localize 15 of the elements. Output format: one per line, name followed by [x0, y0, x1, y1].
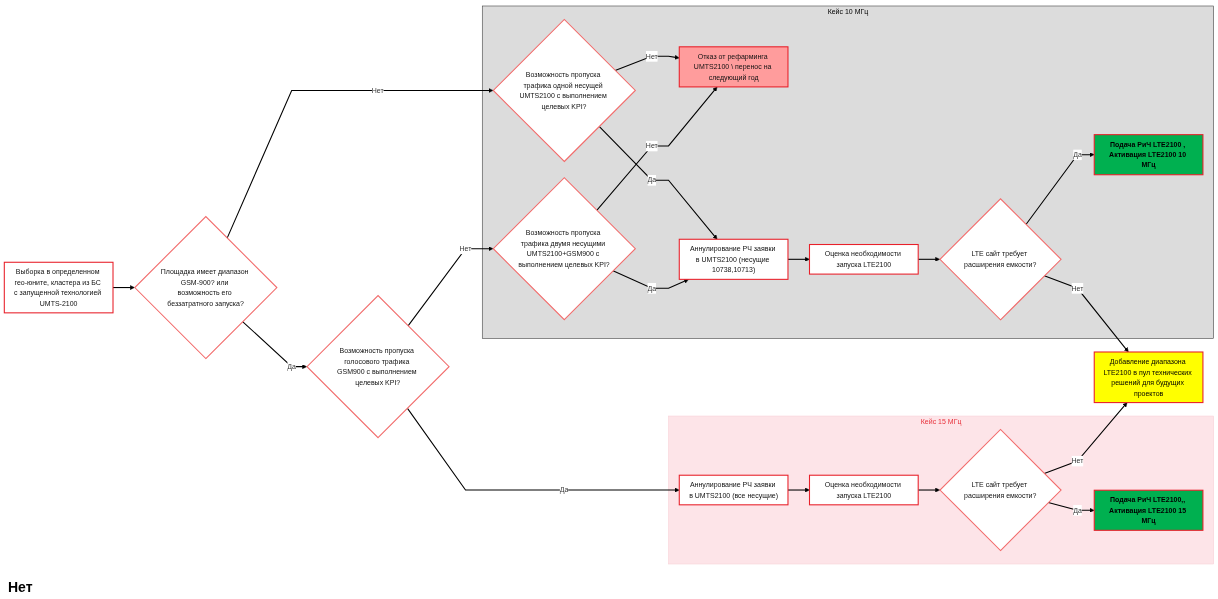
arrow	[1043, 275, 1129, 353]
arrow	[226, 88, 494, 239]
arrow	[787, 487, 810, 493]
arrow	[612, 270, 689, 289]
arrow	[598, 125, 718, 240]
arrow	[1025, 152, 1095, 226]
arrow	[406, 407, 680, 493]
arrow	[1043, 402, 1128, 475]
arrow	[787, 256, 810, 262]
arrow	[614, 54, 680, 72]
arrow	[407, 246, 494, 327]
arrow	[242, 321, 307, 370]
arrow	[596, 86, 718, 211]
note-text: Нет	[8, 579, 33, 595]
arrow	[1047, 502, 1095, 513]
